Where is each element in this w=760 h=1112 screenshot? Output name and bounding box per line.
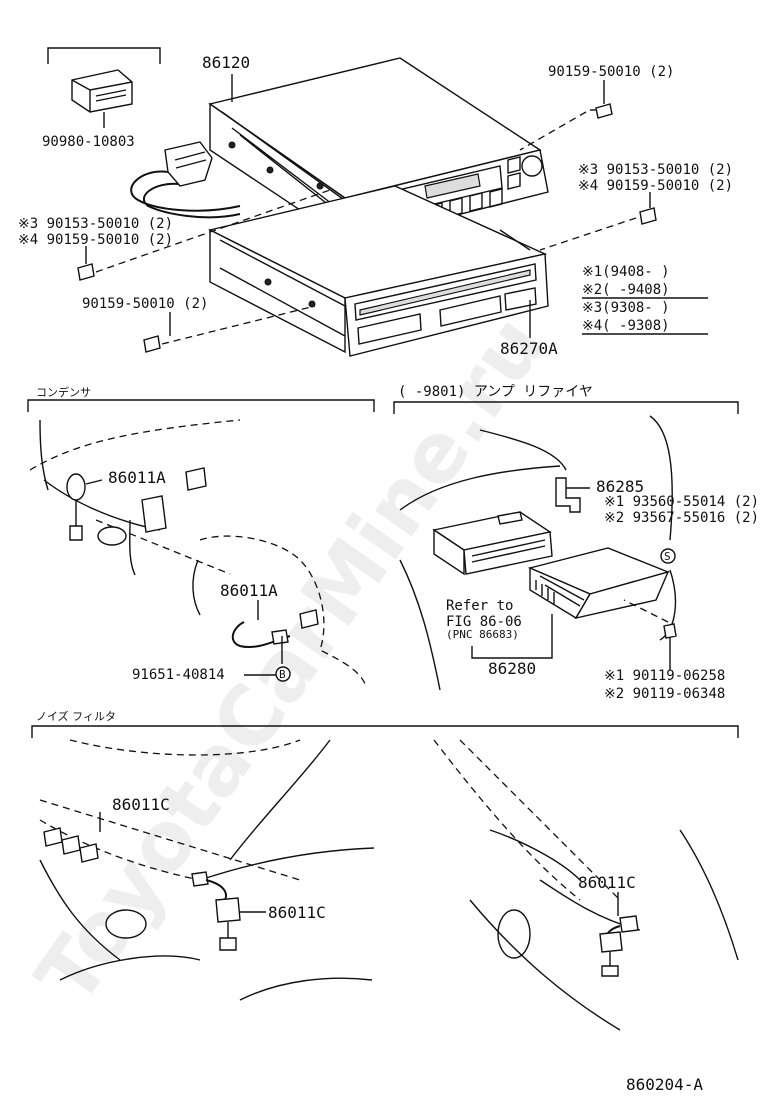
label-screw-note2: ※2 90119-06348 [604, 686, 725, 702]
legend: ※1(9408- ) ※2( -9408) ※3(9308- ) ※4( -93… [582, 264, 708, 335]
screw-top-right [519, 80, 613, 151]
screw-left-mid [77, 189, 331, 281]
legend-item-3: ※3(9308- ) [582, 300, 670, 316]
label-91651-40814: 91651-40814 [132, 667, 225, 683]
refer-line-1: Refer to [446, 598, 513, 614]
amplifier-box-86280 [527, 547, 676, 620]
label-86270a: 86270A [500, 339, 558, 358]
label-screw-note3-left: ※3 90153-50010 (2) [18, 216, 173, 232]
label-screw-note1: ※1 90119-06258 [604, 668, 725, 684]
amplifier-title: ( -9801) アンプ リファイヤ [398, 384, 593, 400]
screw-right-mid [539, 192, 657, 251]
marker-s: S [664, 550, 671, 563]
label-86011a-upper: 86011A [108, 468, 166, 487]
marker-b: B [279, 668, 286, 681]
noise-filter-section: ノイズ フィルタ [31, 709, 739, 1031]
condenser-title: コンデンサ [36, 385, 91, 399]
cassette-unit-86270a [207, 185, 549, 357]
refer-line-2: FIG 86-06 [446, 614, 522, 630]
legend-item-4: ※4( -9308) [582, 318, 670, 334]
legend-item-2: ※2( -9408) [582, 282, 670, 298]
condenser-section: コンデンサ 86011A 86011A 9 [27, 385, 375, 687]
label-screw-note4-left: ※4 90159-50010 (2) [18, 232, 173, 248]
label-screw-note4-right: ※4 90159-50010 (2) [578, 178, 733, 194]
condenser-86011a-upper [66, 473, 127, 546]
amplifier-section: ( -9801) アンプ リファイヤ [393, 384, 759, 702]
label-screw-bottom-left: 90159-50010 (2) [82, 296, 208, 312]
label-86011c-upper: 86011C [112, 795, 170, 814]
label-screw-note3-right: ※3 90153-50010 (2) [578, 162, 733, 178]
condenser-86011a-lower [231, 600, 319, 682]
top-section: 86120 90980-10803 90159-50010 (2) ※3 901… [18, 47, 733, 358]
amplifier-radio-unit [432, 511, 553, 576]
label-bolt-note2: ※2 93567-55016 (2) [604, 510, 759, 526]
label-86011a-lower: 86011A [220, 581, 278, 600]
screw-left-bottom [143, 305, 316, 353]
label-90980-10803: 90980-10803 [42, 134, 135, 150]
label-bolt-note1: ※1 93560-55014 (2) [604, 494, 759, 510]
noise-filter-86011c-left [191, 871, 241, 951]
label-86011c-lower: 86011C [268, 903, 326, 922]
amplifier-screw [623, 599, 677, 670]
noise-filter-86011c-right [599, 892, 639, 977]
label-86120: 86120 [202, 53, 250, 72]
refer-line-3: (PNC 86683) [446, 628, 519, 641]
harness-plug [130, 141, 241, 219]
label-86285: 86285 [596, 477, 644, 496]
connector-90980-10803 [71, 69, 133, 128]
figure-number: 860204-A [626, 1075, 703, 1094]
legend-item-1: ※1(9408- ) [582, 264, 670, 280]
label-86280: 86280 [488, 659, 536, 678]
label-86011c-right: 86011C [578, 873, 636, 892]
noise-filter-title: ノイズ フィルタ [36, 709, 116, 723]
bracket-86285 [555, 477, 590, 513]
label-screw-top-right: 90159-50010 (2) [548, 64, 674, 80]
